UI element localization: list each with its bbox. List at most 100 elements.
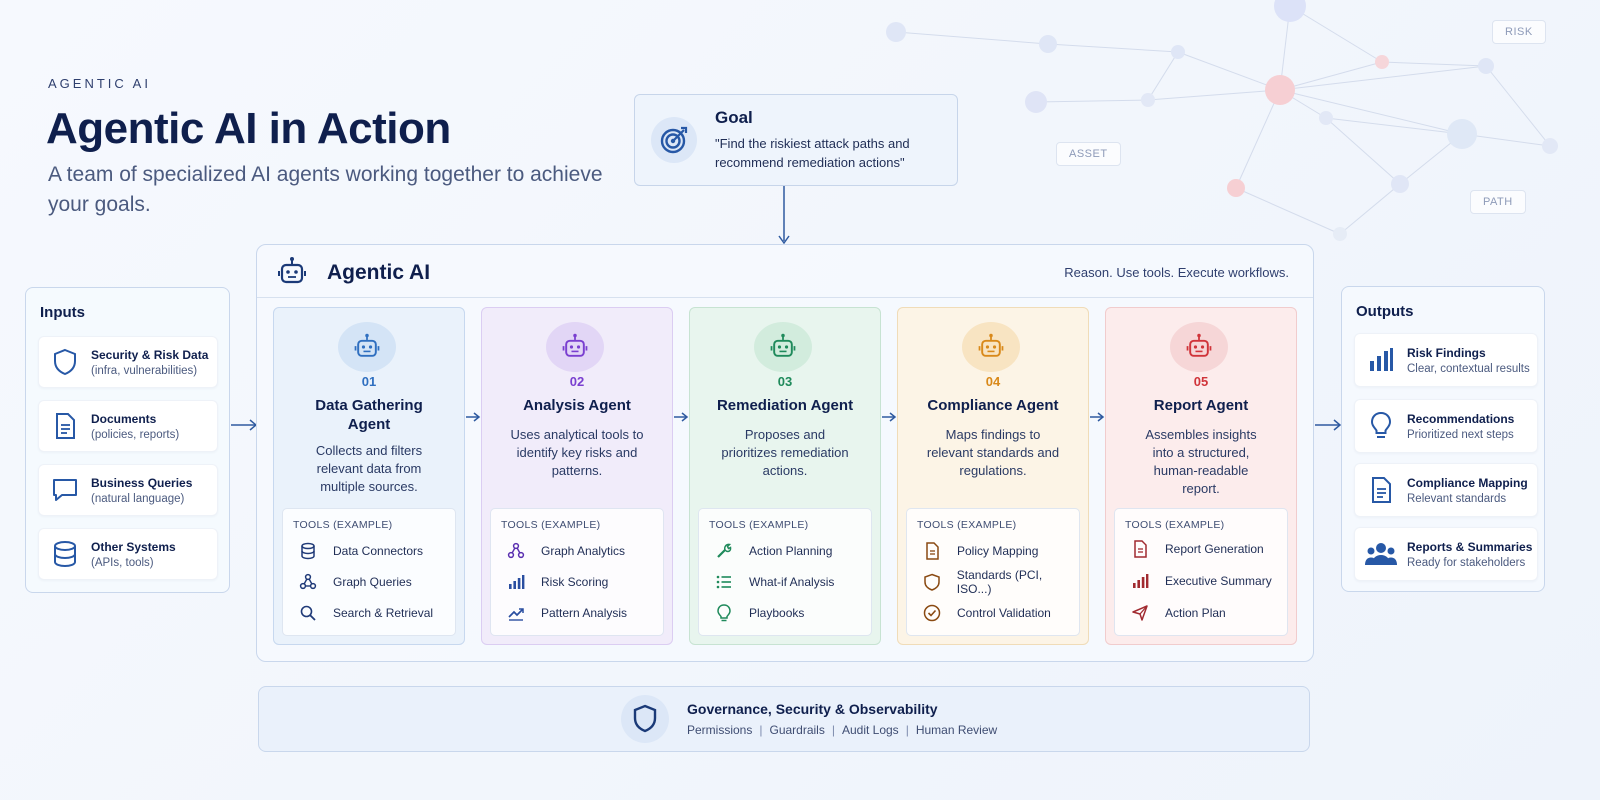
agent-name: Compliance Agent <box>927 397 1059 414</box>
governance-item: Human Review <box>915 723 998 737</box>
outputs-arrow <box>1315 419 1342 431</box>
check-circle-icon <box>921 604 943 622</box>
trend-icon <box>505 604 527 622</box>
agent-description: Uses analytical tools to identify key ri… <box>510 427 644 478</box>
network-tag-asset: ASSET <box>1056 142 1121 166</box>
tools-heading: TOOLS (EXAMPLE) <box>709 519 809 531</box>
agentic-ai-header: Agentic AI Reason. Use tools. Execute wo… <box>257 245 1313 298</box>
tools-box: TOOLS (EXAMPLE) Data Connectors Graph Qu… <box>282 508 456 636</box>
goal-text: "Find the riskiest attack paths and reco… <box>715 136 910 170</box>
send-icon <box>1129 604 1151 622</box>
list-icon <box>713 573 735 591</box>
page-subtitle: A team of specialized AI agents working … <box>48 163 603 216</box>
agent-name: Remediation Agent <box>716 397 854 414</box>
tool-label: Search & Retrieval <box>333 606 434 620</box>
database-icon <box>39 540 91 568</box>
tool-item: Risk Scoring <box>505 572 608 592</box>
input-item-label: Security & Risk Data <box>91 347 209 362</box>
document-icon <box>1355 476 1407 504</box>
tool-label: Data Connectors <box>333 544 424 558</box>
separator: | <box>905 723 909 737</box>
tool-item: Action Planning <box>713 541 832 561</box>
robot-icon <box>546 322 604 372</box>
tool-label: Graph Queries <box>333 575 412 589</box>
graph-icon <box>297 573 319 591</box>
flow-arrow-1-2 <box>466 412 481 422</box>
tool-item: Control Validation <box>921 603 1051 623</box>
input-item-label: Other Systems <box>91 539 176 554</box>
agent-number: 04 <box>985 374 1001 389</box>
agent-description: Maps findings to relevant standards and … <box>926 427 1060 478</box>
output-item-label: Risk Findings <box>1407 345 1486 360</box>
input-item-label: Documents <box>91 411 157 426</box>
tool-label: Policy Mapping <box>957 544 1039 558</box>
lightbulb-icon <box>713 604 735 622</box>
tool-label: Graph Analytics <box>541 544 626 558</box>
input-item-sub: (policies, reports) <box>91 428 180 441</box>
output-item-label: Recommendations <box>1407 411 1515 426</box>
document-icon <box>1129 540 1151 558</box>
tool-label: What-if Analysis <box>749 575 835 589</box>
outputs-title: Outputs <box>1356 303 1414 320</box>
bar-chart-icon <box>1129 572 1151 590</box>
tools-box: TOOLS (EXAMPLE) Graph Analytics Risk Sco… <box>490 508 664 636</box>
tools-heading: TOOLS (EXAMPLE) <box>1125 519 1225 531</box>
agent-name: Analysis Agent <box>523 397 631 414</box>
chat-icon <box>39 477 91 503</box>
agent-name: Report Agent <box>1153 397 1249 414</box>
agent-name: Data Gathering Agent <box>315 397 423 433</box>
graph-icon <box>505 542 527 560</box>
target-icon <box>651 117 697 163</box>
tool-label: Risk Scoring <box>541 575 609 589</box>
tool-item: Pattern Analysis <box>505 603 627 623</box>
flow-arrow-2-3 <box>674 412 689 422</box>
tools-heading: TOOLS (EXAMPLE) <box>293 519 393 531</box>
tool-item: Graph Analytics <box>505 541 625 561</box>
agent-card-compliance: 04 Compliance Agent Maps findings to rel… <box>897 307 1089 645</box>
goal-box: Goal "Find the riskiest attack paths and… <box>634 94 958 186</box>
output-item-sub: Clear, contextual results <box>1407 362 1530 375</box>
tools-box: TOOLS (EXAMPLE) Report Generation Execut… <box>1114 508 1288 636</box>
tool-label: Pattern Analysis <box>541 606 628 620</box>
shield-icon <box>39 348 91 376</box>
input-item-documents: Documents (policies, reports) <box>38 400 218 452</box>
agent-card-remediation: 03 Remediation Agent Proposes and priori… <box>689 307 881 645</box>
governance-title: Governance, Security & Observability <box>687 701 938 717</box>
tool-label: Standards (PCI, ISO...) <box>956 568 1043 596</box>
output-item-label: Reports & Summaries <box>1407 539 1533 554</box>
separator: | <box>831 723 835 737</box>
agent-number: 03 <box>777 374 793 389</box>
tool-item: What-if Analysis <box>713 572 834 592</box>
flow-arrow-4-5 <box>1090 412 1105 422</box>
input-item-security-data: Security & Risk Data(infra, vulnerabilit… <box>38 336 218 388</box>
database-icon <box>297 542 319 560</box>
tool-item: Report Generation <box>1129 539 1264 559</box>
robot-icon <box>1170 322 1228 372</box>
tool-label: Report Generation <box>1165 542 1264 556</box>
governance-item: Guardrails <box>769 723 825 737</box>
output-item-sub: Ready for stakeholders <box>1407 556 1526 569</box>
agentic-ai-tagline: Reason. Use tools. Execute workflows. <box>1064 265 1289 280</box>
tool-item: Action Plan <box>1129 603 1226 623</box>
tool-item: Executive Summary <box>1129 571 1272 591</box>
document-icon <box>39 412 91 440</box>
tool-item: Standards (PCI, ISO...) <box>921 568 1079 596</box>
tool-label: Action Plan <box>1165 606 1226 620</box>
input-item-sub: (natural language) <box>91 492 185 505</box>
agent-description: Proposes and prioritizes remediation act… <box>721 427 849 478</box>
tools-heading: TOOLS (EXAMPLE) <box>917 519 1017 531</box>
tool-label: Executive Summary <box>1165 574 1272 588</box>
inputs-panel: Inputs Security & Risk Data(infra, vulne… <box>25 287 230 593</box>
page-title: Agentic AI in Action <box>46 104 451 153</box>
agent-description: Collects and filters relevant data from … <box>315 443 423 494</box>
input-item-sub: (APIs, tools) <box>91 556 154 569</box>
wrench-icon <box>713 542 735 560</box>
agentic-ai-title: Agentic AI <box>327 261 431 284</box>
tool-label: Control Validation <box>957 606 1051 620</box>
bar-chart-icon <box>505 573 527 591</box>
tool-label: Action Planning <box>749 544 833 558</box>
input-item-other-systems: Other Systems (APIs, tools) <box>38 528 218 580</box>
